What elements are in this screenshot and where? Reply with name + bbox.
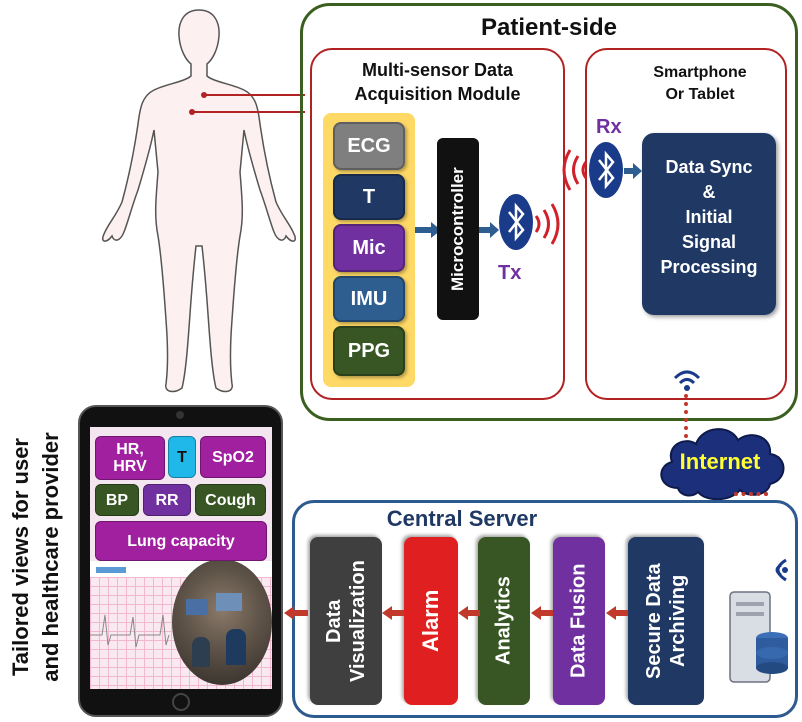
dotted-connection	[734, 492, 768, 496]
cloud-icon	[660, 428, 785, 501]
ecg-waveform	[90, 614, 170, 648]
secure-data-archiving-block: Secure Data Archiving	[628, 537, 704, 705]
rx-label: Rx	[596, 116, 622, 138]
wifi-icon	[775, 558, 788, 582]
arrow-left-icon	[382, 606, 404, 620]
dotted-connection	[684, 394, 688, 438]
arrow-right-icon	[415, 222, 441, 238]
tablet-home-button	[172, 693, 190, 711]
data-visualization-block: Data Visualization	[310, 537, 382, 705]
sensor-imu: IMU	[333, 276, 405, 322]
analytics-block: Analytics	[478, 537, 530, 705]
server-database-icon	[729, 591, 788, 683]
arrow-right-icon	[479, 222, 499, 238]
sensor-t: T	[333, 174, 405, 220]
tile-spo2: SpO2	[200, 436, 266, 478]
wireless-signal-icon	[534, 203, 560, 245]
tx-label: Tx	[498, 262, 522, 284]
patient-side-title: Patient-side	[480, 14, 618, 41]
patient-side-box	[300, 3, 798, 421]
tile-lung-capacity: Lung capacity	[95, 521, 267, 561]
wifi-icon	[673, 370, 701, 391]
bluetooth-tx-icon	[499, 194, 533, 250]
arrow-left-icon	[531, 606, 553, 620]
alarm-block: Alarm	[404, 537, 458, 705]
tile-hr-hrv: HR, HRV	[95, 436, 165, 480]
tile-rr: RR	[143, 484, 191, 516]
tablet-camera	[176, 411, 184, 419]
arrow-right-icon	[624, 163, 642, 179]
side-caption: Tailored views for user and healthcare p…	[8, 432, 63, 682]
tile-t: T	[168, 436, 196, 478]
sensor-ppg: PPG	[333, 326, 405, 376]
human-body-figure	[101, 9, 297, 393]
hospital-photo	[172, 559, 272, 685]
central-server-title: Central Server	[386, 506, 538, 531]
wireless-signal-icon	[562, 149, 588, 191]
arrow-left-icon	[284, 606, 308, 620]
sensor-lead-line	[193, 111, 305, 113]
microcontroller-block: Microcontroller	[437, 138, 479, 320]
sensor-lead-line	[205, 94, 305, 96]
ecg-indicator-bar	[96, 567, 126, 573]
acquisition-module-title: Multi-sensor Data Acquisition Module	[354, 60, 521, 104]
sensor-mic: Mic	[333, 224, 405, 272]
data-sync-block: Data Sync & Initial Signal Processing	[642, 133, 776, 315]
data-fusion-block: Data Fusion	[553, 537, 605, 705]
bluetooth-rx-icon	[589, 142, 623, 198]
internet-label: Internet	[679, 449, 761, 474]
arrow-left-icon	[606, 606, 628, 620]
arrow-left-icon	[458, 606, 480, 620]
tile-cough: Cough	[195, 484, 266, 516]
sensor-ecg: ECG	[333, 122, 405, 170]
tile-bp: BP	[95, 484, 139, 516]
smartphone-title: Smartphone Or Tablet	[653, 64, 747, 103]
